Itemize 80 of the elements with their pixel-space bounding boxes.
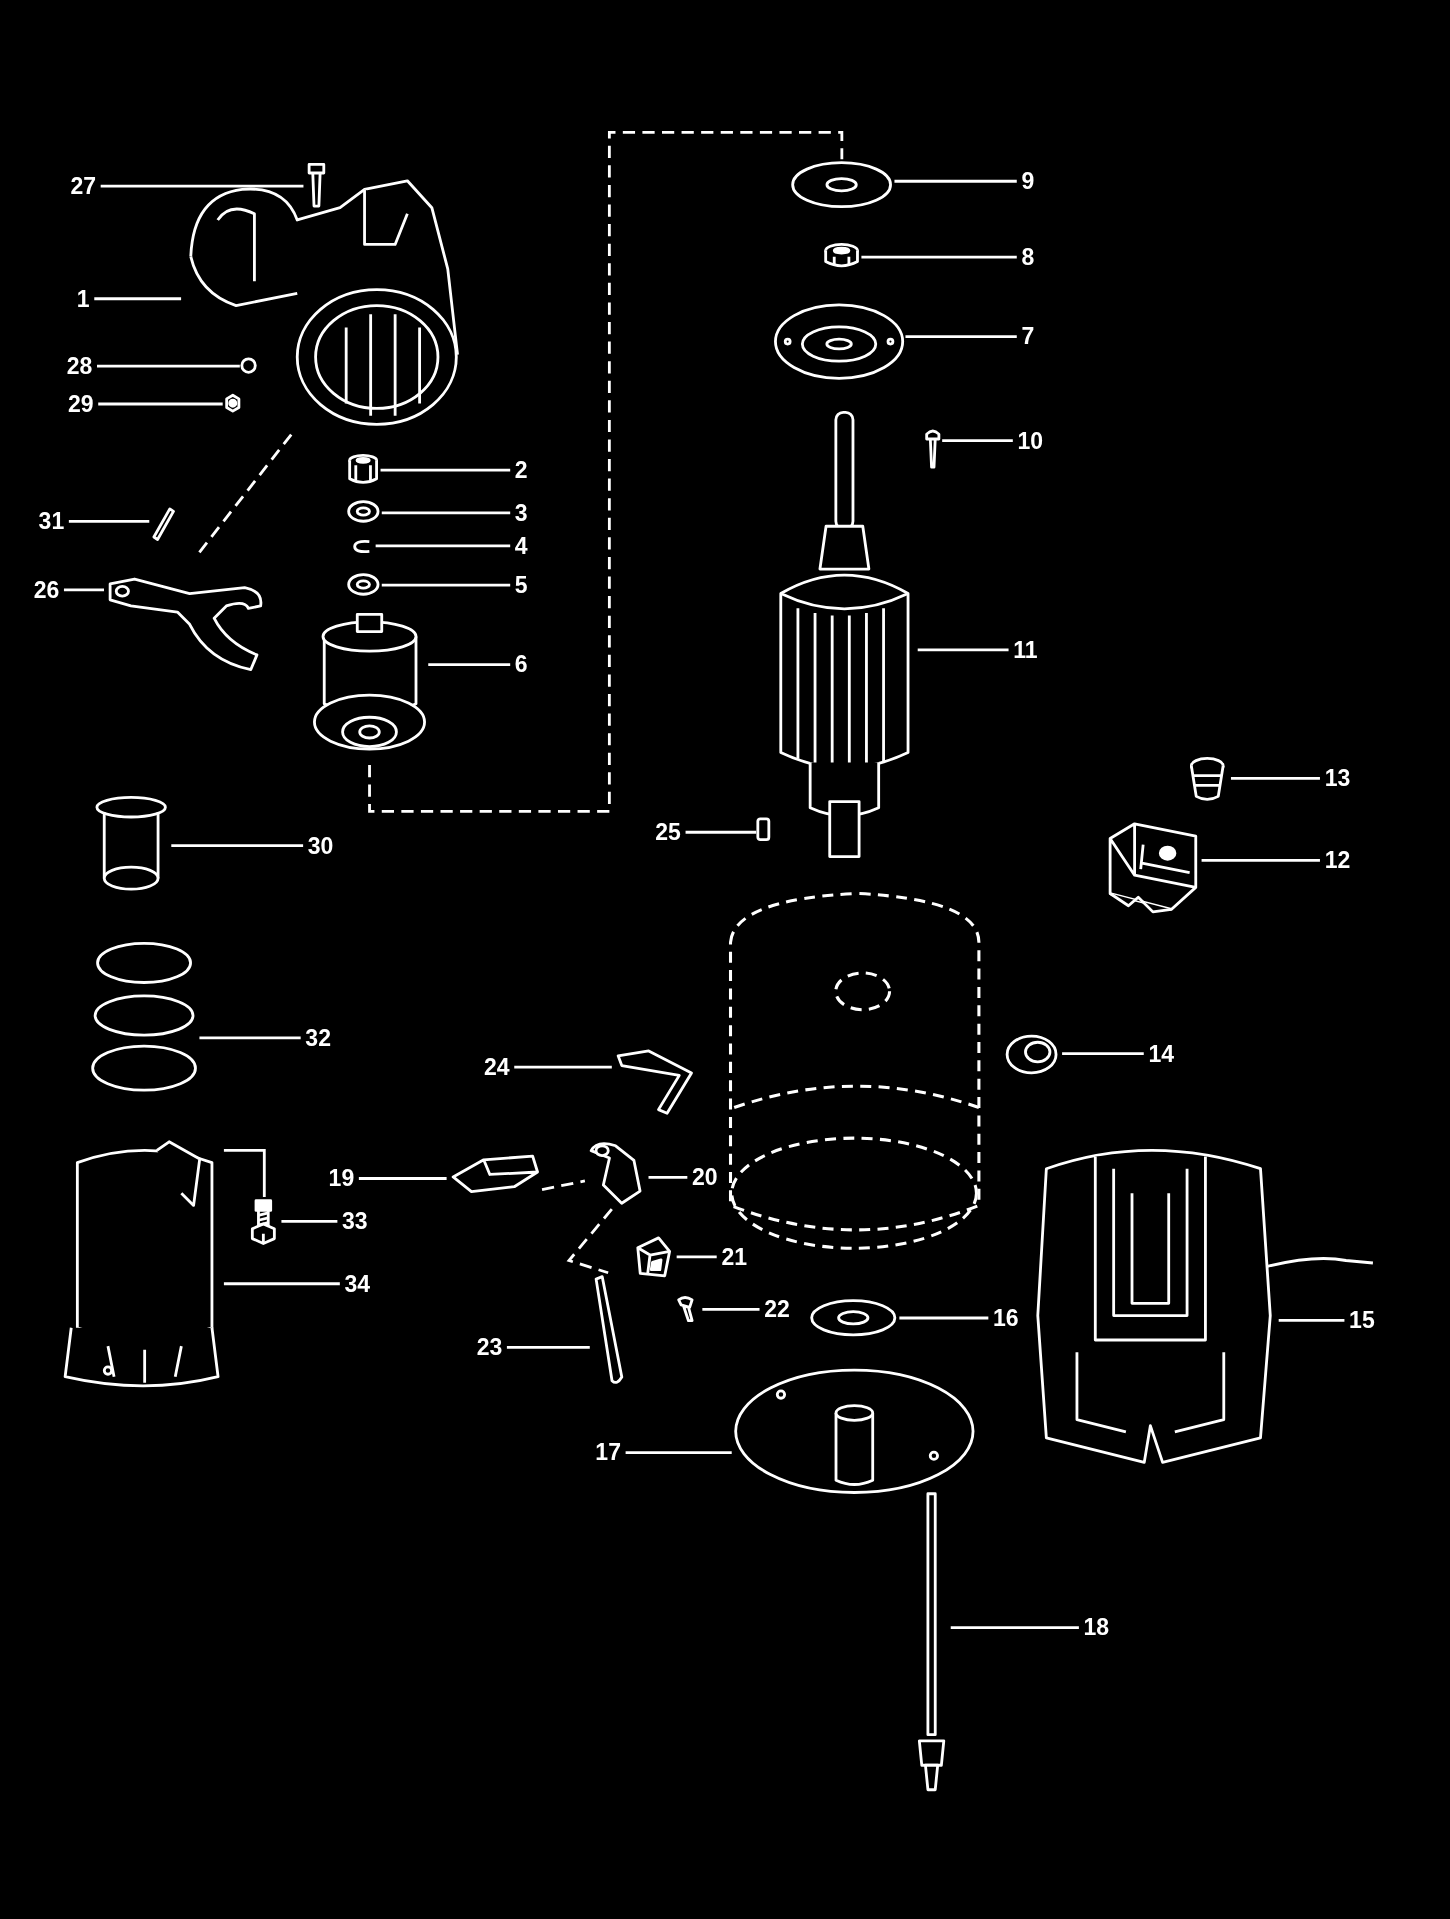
washer-drawing [345, 571, 382, 599]
washer-drawing [345, 498, 382, 525]
leader-line [950, 1626, 1079, 1629]
leader-line [625, 1451, 732, 1454]
leader-line [506, 1345, 590, 1349]
callout-number: 14 [1147, 1041, 1175, 1067]
callout-number: 15 [1348, 1307, 1376, 1333]
leader-line [917, 648, 1009, 652]
callout-number: 26 [32, 577, 61, 603]
callout-number: 34 [343, 1271, 372, 1297]
leader-line [97, 364, 240, 368]
leader-line [685, 830, 757, 834]
callout-number: 4 [513, 533, 529, 559]
callout-number: 16 [992, 1305, 1020, 1331]
leader-line [942, 439, 1013, 443]
callout-number: 12 [1323, 847, 1352, 873]
leader-line [68, 520, 150, 523]
leader-line [899, 1316, 989, 1320]
leader-line [1201, 858, 1320, 862]
callout-number: 6 [513, 651, 529, 677]
callout-number: 29 [66, 391, 95, 417]
leader-line [63, 588, 104, 592]
callout-number: 2 [513, 457, 529, 483]
bushing-drawing [346, 452, 381, 487]
dashed-alignment-line [566, 1208, 613, 1275]
callout-number: 21 [720, 1244, 748, 1270]
callout-number: 24 [483, 1054, 511, 1080]
callout-number: 28 [65, 353, 94, 379]
callout-number: 32 [304, 1025, 332, 1051]
callout-number: 27 [69, 173, 97, 199]
leader-line [676, 1255, 717, 1259]
callout-number: 8 [1020, 244, 1036, 270]
callout-number: 22 [763, 1296, 791, 1322]
leader-line [375, 544, 511, 548]
leader-line [281, 1219, 338, 1223]
callout-number: 1 [75, 286, 91, 312]
leader-line [428, 663, 511, 666]
callout-number: 30 [306, 833, 335, 858]
dashed-alignment-line [368, 130, 844, 813]
leader-line [905, 335, 1017, 339]
callout-number: 19 [327, 1165, 356, 1191]
washer-drawing [789, 159, 895, 211]
screw-drawing [922, 428, 943, 470]
callout-number: 33 [341, 1208, 369, 1234]
nut-drawing [222, 394, 243, 414]
leader-line [98, 402, 223, 406]
key-drawing [756, 817, 771, 842]
leader-line [1230, 777, 1320, 780]
leader-line [94, 297, 182, 301]
leader-line [648, 1175, 688, 1179]
leader-line [861, 255, 1017, 259]
callout-number: 5 [513, 572, 529, 598]
callout-number: 9 [1020, 168, 1036, 194]
leader-line [380, 468, 511, 472]
leader-line [514, 1065, 612, 1069]
callout-number: 25 [654, 819, 682, 845]
leader-line [358, 1177, 447, 1180]
leader-line [1062, 1052, 1144, 1056]
alignment-line [223, 1149, 266, 1197]
washer-drawing [239, 357, 257, 375]
callout-number: 23 [475, 1334, 504, 1360]
callout-number: 3 [513, 500, 529, 526]
callout-number: 11 [1012, 637, 1039, 663]
callout-number: 10 [1016, 428, 1045, 453]
leader-line [381, 583, 511, 587]
leader-line [894, 179, 1017, 183]
callout-number: 17 [594, 1439, 622, 1465]
leader-line [702, 1308, 760, 1311]
leader-line [171, 844, 304, 848]
leader-line [381, 511, 511, 515]
leader-line [1278, 1319, 1345, 1322]
callout-number: 31 [37, 508, 66, 534]
leader-line [223, 1282, 340, 1286]
callout-number: 13 [1323, 765, 1352, 791]
callout-number: 7 [1020, 324, 1036, 349]
callout-number: 20 [691, 1164, 719, 1190]
dashed-alignment-line [541, 1179, 586, 1191]
callout-number: 18 [1082, 1614, 1111, 1640]
leader-line [100, 184, 304, 188]
leader-line [199, 1036, 301, 1040]
